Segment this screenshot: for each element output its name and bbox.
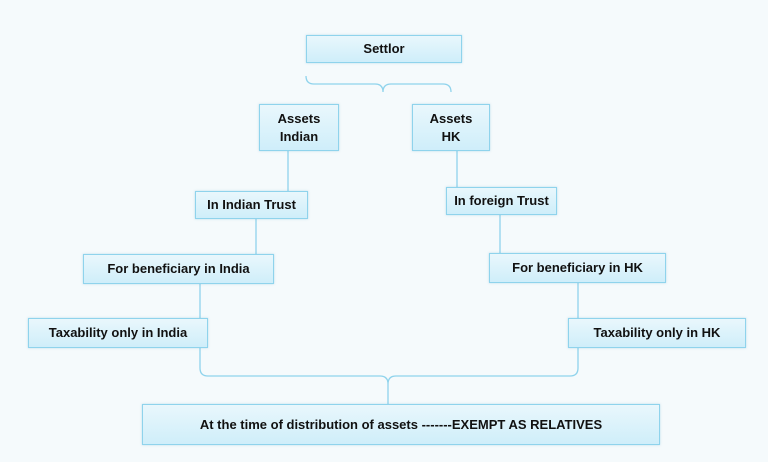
distribution-label: At the time of distribution of assets --… [199, 416, 603, 432]
distribution-box: At the time of distribution of assets --… [142, 404, 660, 445]
settlor-bracket-connector [305, 75, 452, 93]
foreign-trust-label: In foreign Trust [454, 193, 549, 208]
settlor-label: Settlor [363, 41, 405, 56]
assets-indian-box: Assets Indian [259, 104, 339, 151]
settlor-box: Settlor [306, 35, 462, 63]
taxability-india-label: Taxability only in India [48, 325, 188, 340]
taxability-india-box: Taxability only in India [28, 318, 208, 348]
taxability-hk-box: Taxability only in HK [568, 318, 746, 348]
beneficiary-india-label: For beneficiary in India [107, 261, 250, 276]
indian-trust-box: In Indian Trust [195, 191, 308, 219]
beneficiary-india-box: For beneficiary in India [83, 254, 274, 284]
assets-hk-label-line2: HK [441, 128, 461, 144]
assets-indian-label-line1: Assets [277, 110, 321, 126]
indian-trust-label: In Indian Trust [207, 197, 296, 212]
taxability-hk-label: Taxability only in HK [593, 325, 721, 340]
assets-hk-box: Assets HK [412, 104, 490, 151]
assets-hk-label-line1: Assets [429, 110, 473, 126]
foreign-trust-box: In foreign Trust [446, 187, 557, 215]
beneficiary-hk-box: For beneficiary in HK [489, 253, 666, 283]
beneficiary-hk-label: For beneficiary in HK [512, 260, 643, 275]
distribution-bracket-connector [199, 348, 579, 404]
assets-indian-label-line2: Indian [279, 128, 319, 144]
